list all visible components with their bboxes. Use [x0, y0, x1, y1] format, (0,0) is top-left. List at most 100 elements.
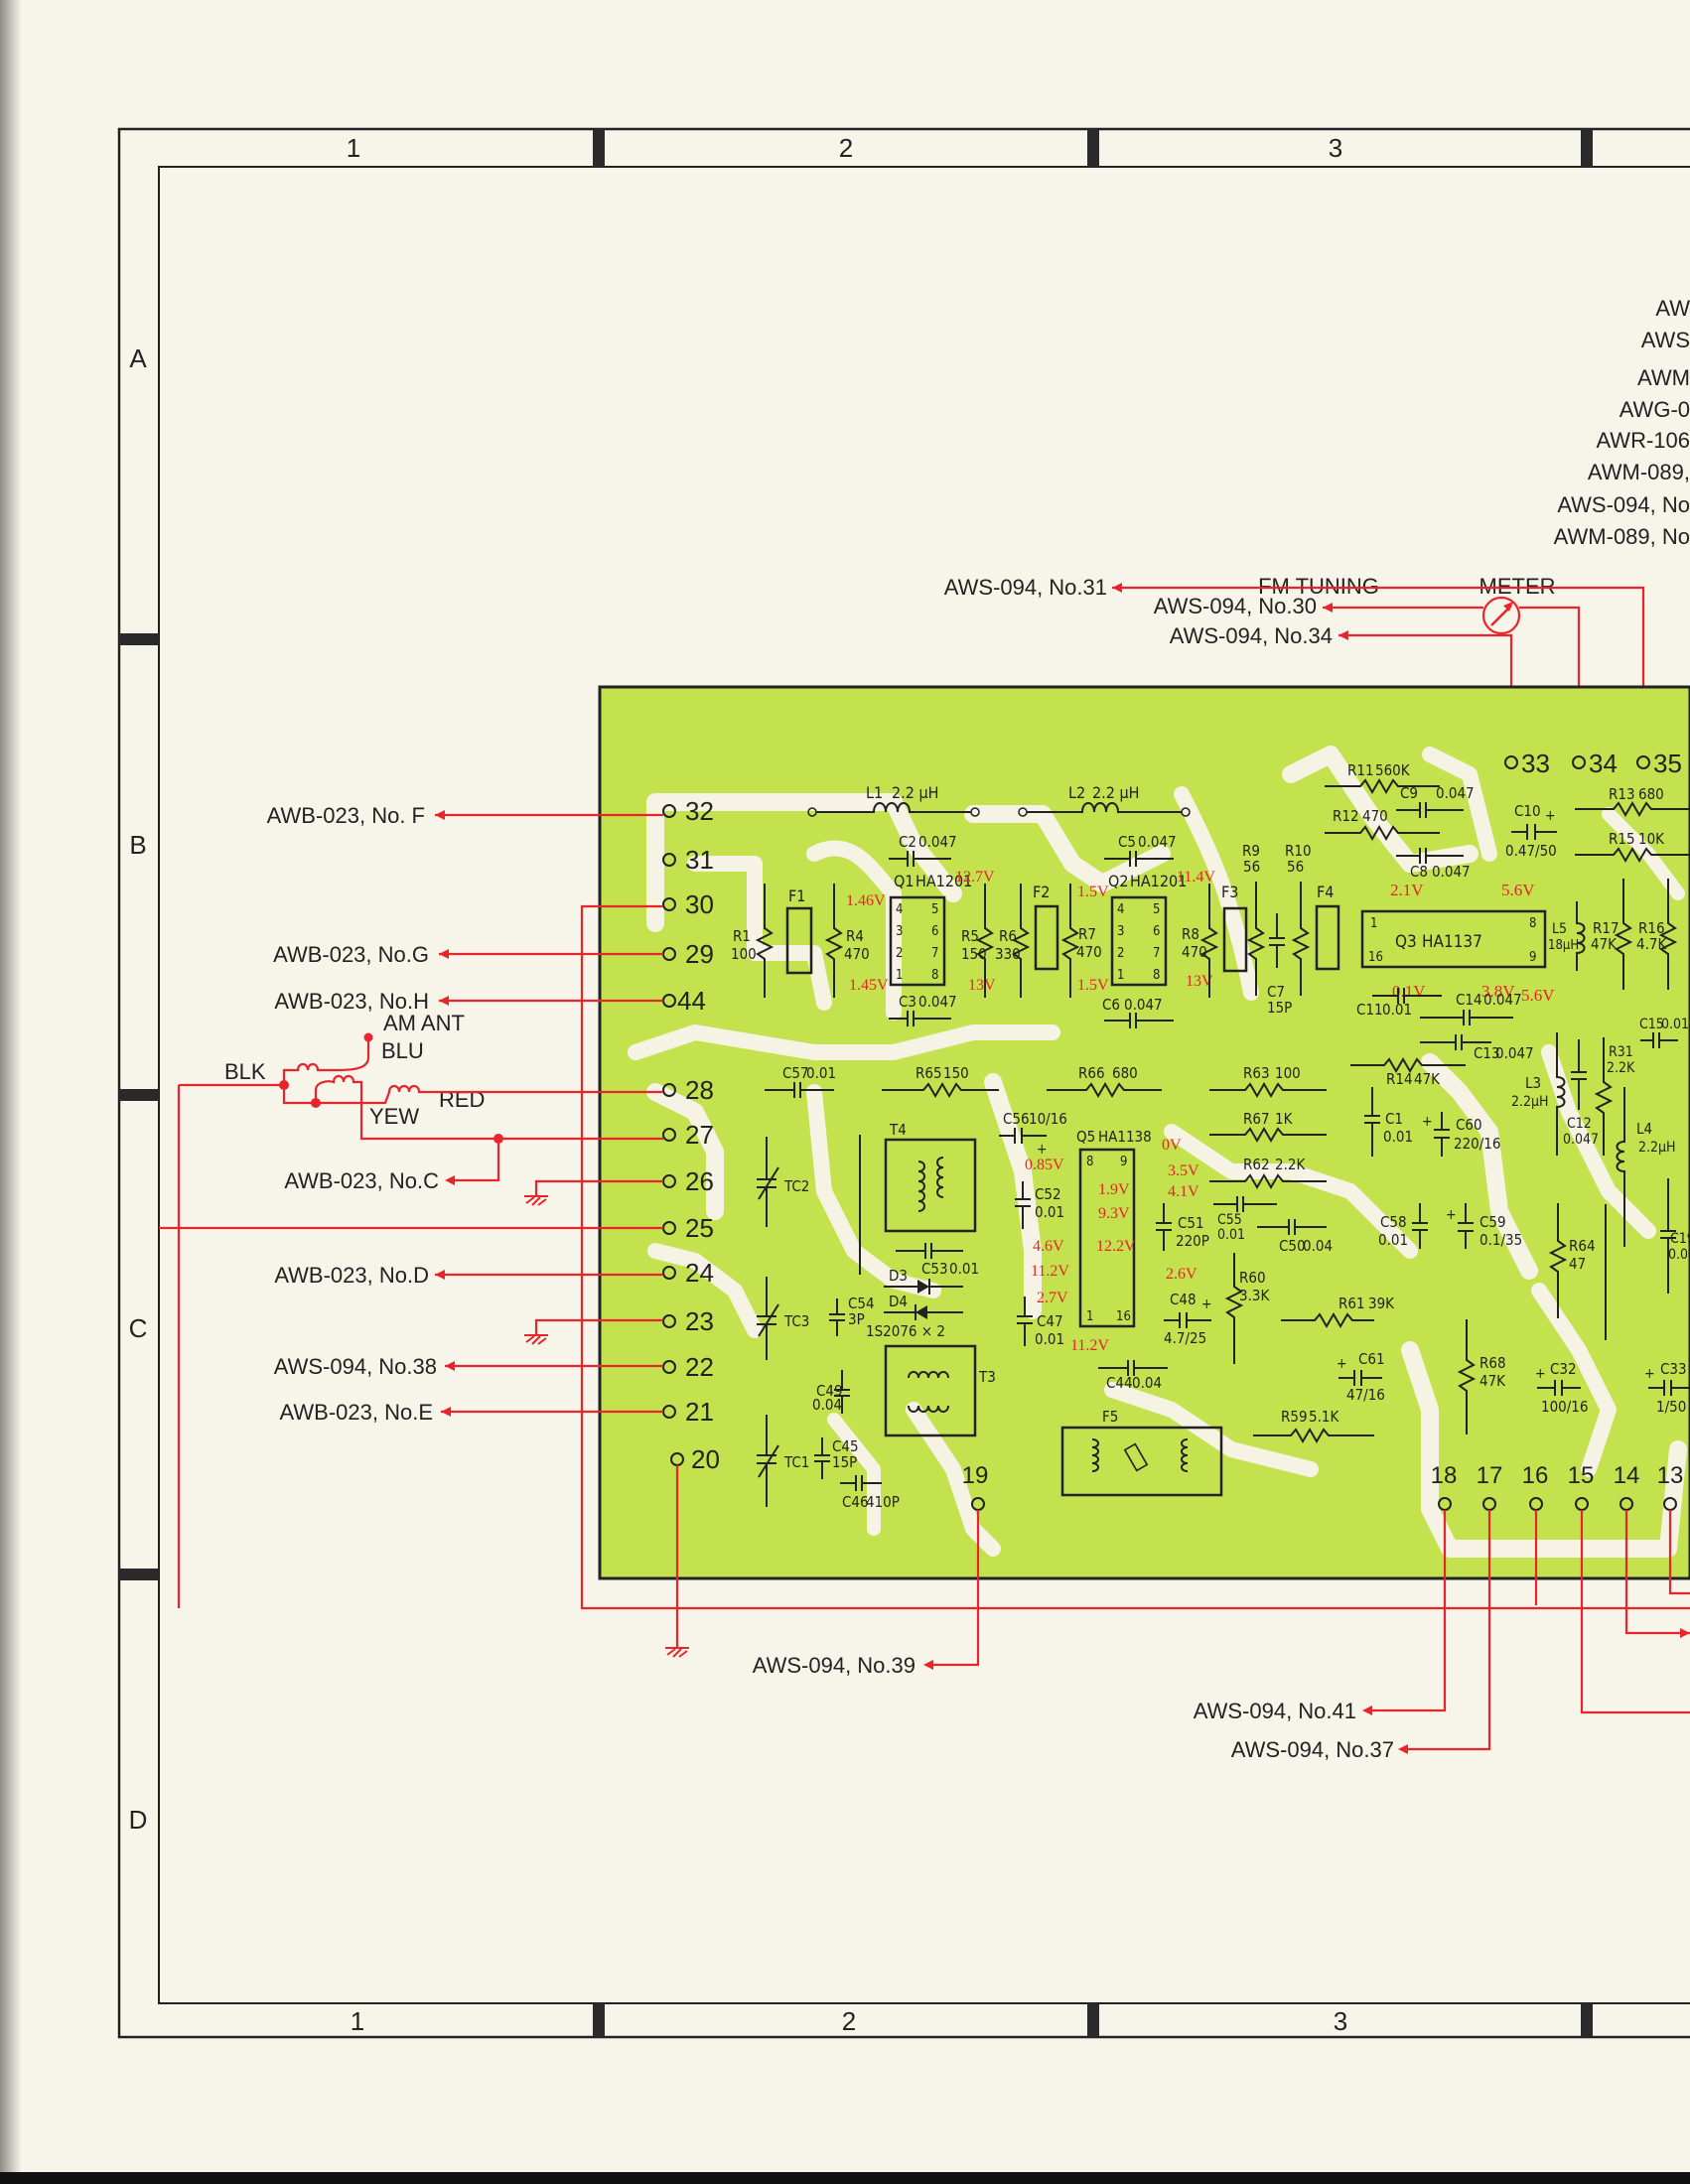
part-value: 100 [731, 945, 757, 963]
capacitor-c9: C9 0.047 [1396, 784, 1475, 818]
part-value: 5.1K [1309, 1408, 1339, 1426]
part-value: 0.047 [1495, 1044, 1534, 1062]
voltage-label: 13V [1186, 973, 1213, 990]
part-value: 100 [1275, 1064, 1301, 1082]
capacitor-c54: C54 3P [829, 1295, 875, 1336]
capacitor-c13: C13 0.047 [1420, 1034, 1534, 1062]
ref-aws-37: AWS-094, No.37 [1231, 1737, 1394, 1762]
part-name: R8 [1182, 925, 1199, 943]
column-label: 1 [351, 2006, 364, 2036]
voltage-label: 13V [968, 977, 996, 994]
pin-label: 5 [1153, 902, 1160, 917]
part-name: F4 [1317, 883, 1334, 901]
part-value: 47K [1414, 1070, 1441, 1088]
pcb-board [598, 685, 1690, 1580]
pin-label: 6 [1153, 924, 1160, 939]
ref-label: AWM-089, No [1554, 524, 1690, 549]
part-name: Q2 [1108, 872, 1128, 890]
frame-divider [119, 633, 159, 645]
capacitor-c56: C56 10/16 + [999, 1110, 1067, 1158]
frame-divider [1581, 2003, 1593, 2037]
ref-label: AWM-089, [1588, 460, 1690, 484]
part-name: R14 [1386, 1070, 1413, 1088]
part-name: Q3 [1395, 932, 1417, 952]
part-value: 0.01 [1217, 1227, 1245, 1243]
resistor-r7: R7 470 [1060, 884, 1102, 998]
part-value: 0.01 [806, 1064, 836, 1082]
part-name: C11 [1356, 1001, 1383, 1019]
part-name: R4 [846, 927, 864, 945]
part-value: HA1201 [1130, 872, 1187, 890]
capacitor-c61: C61 47/16 + [1337, 1350, 1385, 1404]
ref-label: AWM [1637, 365, 1690, 390]
terminal-num: 28 [685, 1075, 714, 1105]
terminal-15: 15 [1568, 1462, 1595, 1489]
capacitor-c45: C45 15P [814, 1437, 859, 1479]
part-value: 3P [848, 1310, 865, 1328]
pin-label: 8 [1086, 1155, 1093, 1169]
terminal-17: 17 [1477, 1462, 1503, 1489]
part-value: 4.7/25 [1164, 1329, 1206, 1347]
capacitor-c3: C3 0.047 [889, 993, 957, 1026]
binding-shadow [0, 0, 22, 2184]
part-name: C10 [1514, 802, 1541, 820]
inductor-l5: L5 18µH [1548, 901, 1586, 971]
part-name: C9 [1400, 784, 1418, 802]
frame-divider [119, 1089, 159, 1101]
resistor-r63: R63 100 [1209, 1064, 1327, 1098]
pin-label: 1 [1086, 1309, 1093, 1324]
ref-aws-38: AWS-094, No.38 [274, 1354, 437, 1379]
part-name: C51 [1178, 1214, 1204, 1232]
pin-label: 7 [1153, 946, 1160, 961]
inductor-l4: L4 2.2µH [1616, 1087, 1676, 1247]
column-label: 3 [1334, 2006, 1347, 2036]
part-value: HA1137 [1422, 932, 1482, 952]
capacitor-c47: C47 0.01 [1017, 1297, 1064, 1348]
ref-label: AW [1655, 296, 1690, 321]
terminal-23: 23 [662, 1306, 714, 1336]
part-name: R16 [1638, 919, 1665, 937]
filter-f5: F5 [1060, 1408, 1223, 1497]
resistor-r13: R13 680 [1575, 785, 1690, 817]
ic-q1: Q1 HA1201 4 3 2 1 5 6 7 8 1.46V 12.7V 1.… [846, 869, 996, 994]
part-value: HA1201 [915, 872, 972, 890]
part-name: C7 [1267, 983, 1285, 1001]
ground-icon [524, 1334, 548, 1345]
column-label: 2 [839, 133, 853, 163]
pin-label: 1 [1370, 916, 1377, 931]
resistor-r4: R4 470 [824, 884, 870, 998]
part-name: TC1 [783, 1453, 809, 1471]
capacitor-c11: C11 0.01 [1356, 988, 1442, 1019]
terminal-num: 21 [685, 1397, 714, 1427]
capacitor-c32: C32 100/16 + [1535, 1360, 1588, 1416]
capacitor-c2: C2 0.047 [889, 833, 957, 867]
part-name: C14 [1456, 991, 1482, 1009]
part-name: C13 [1474, 1044, 1500, 1062]
part-name: R9 [1242, 842, 1260, 860]
part-value: 10/16 [1029, 1110, 1067, 1128]
part-name: C55 [1217, 1212, 1242, 1228]
part-name: R59 [1281, 1408, 1308, 1426]
resistor-r15: R15 10K [1575, 830, 1690, 863]
resistor-r60: R60 3.3K [1224, 1253, 1270, 1364]
inductor-l3: L3 2.2µH [1511, 1032, 1566, 1156]
plus-mark: + [1644, 1366, 1655, 1382]
resistor-r14: R14 47K [1350, 1057, 1466, 1088]
bottom-wiring: AWS-094, No.39 AWS-094, No.41 AWS-094, N… [753, 1510, 1690, 1762]
frame-divider [593, 129, 605, 167]
voltage-label: 12.2V [1096, 1238, 1136, 1255]
resistor-r61: R61 39K [1281, 1295, 1395, 1328]
part-value: 560K [1375, 761, 1411, 779]
resistor-r67: R67 1K [1209, 1110, 1327, 1143]
components: L1 2.2 µH L2 2.2 µH C2 0.047 C3 0.047 R1… [731, 761, 1690, 1511]
ic-q2: Q2 HA1201 4 3 2 1 5 6 7 8 1.5V 11.4V 1.5… [1077, 869, 1215, 994]
voltage-label: 3.8V [1481, 982, 1515, 1001]
pin-label: 4 [1117, 902, 1124, 917]
part-name: C56 [1003, 1110, 1030, 1128]
terminal-25: 25 [662, 1213, 714, 1243]
column-label: 2 [842, 2006, 856, 2036]
meter-title: FM TUNING [1258, 574, 1379, 599]
resistor-r62: R62 2.2K [1209, 1156, 1327, 1189]
part-name: C19 [1670, 1231, 1690, 1247]
resistor-r6: R6 330 [995, 884, 1031, 998]
